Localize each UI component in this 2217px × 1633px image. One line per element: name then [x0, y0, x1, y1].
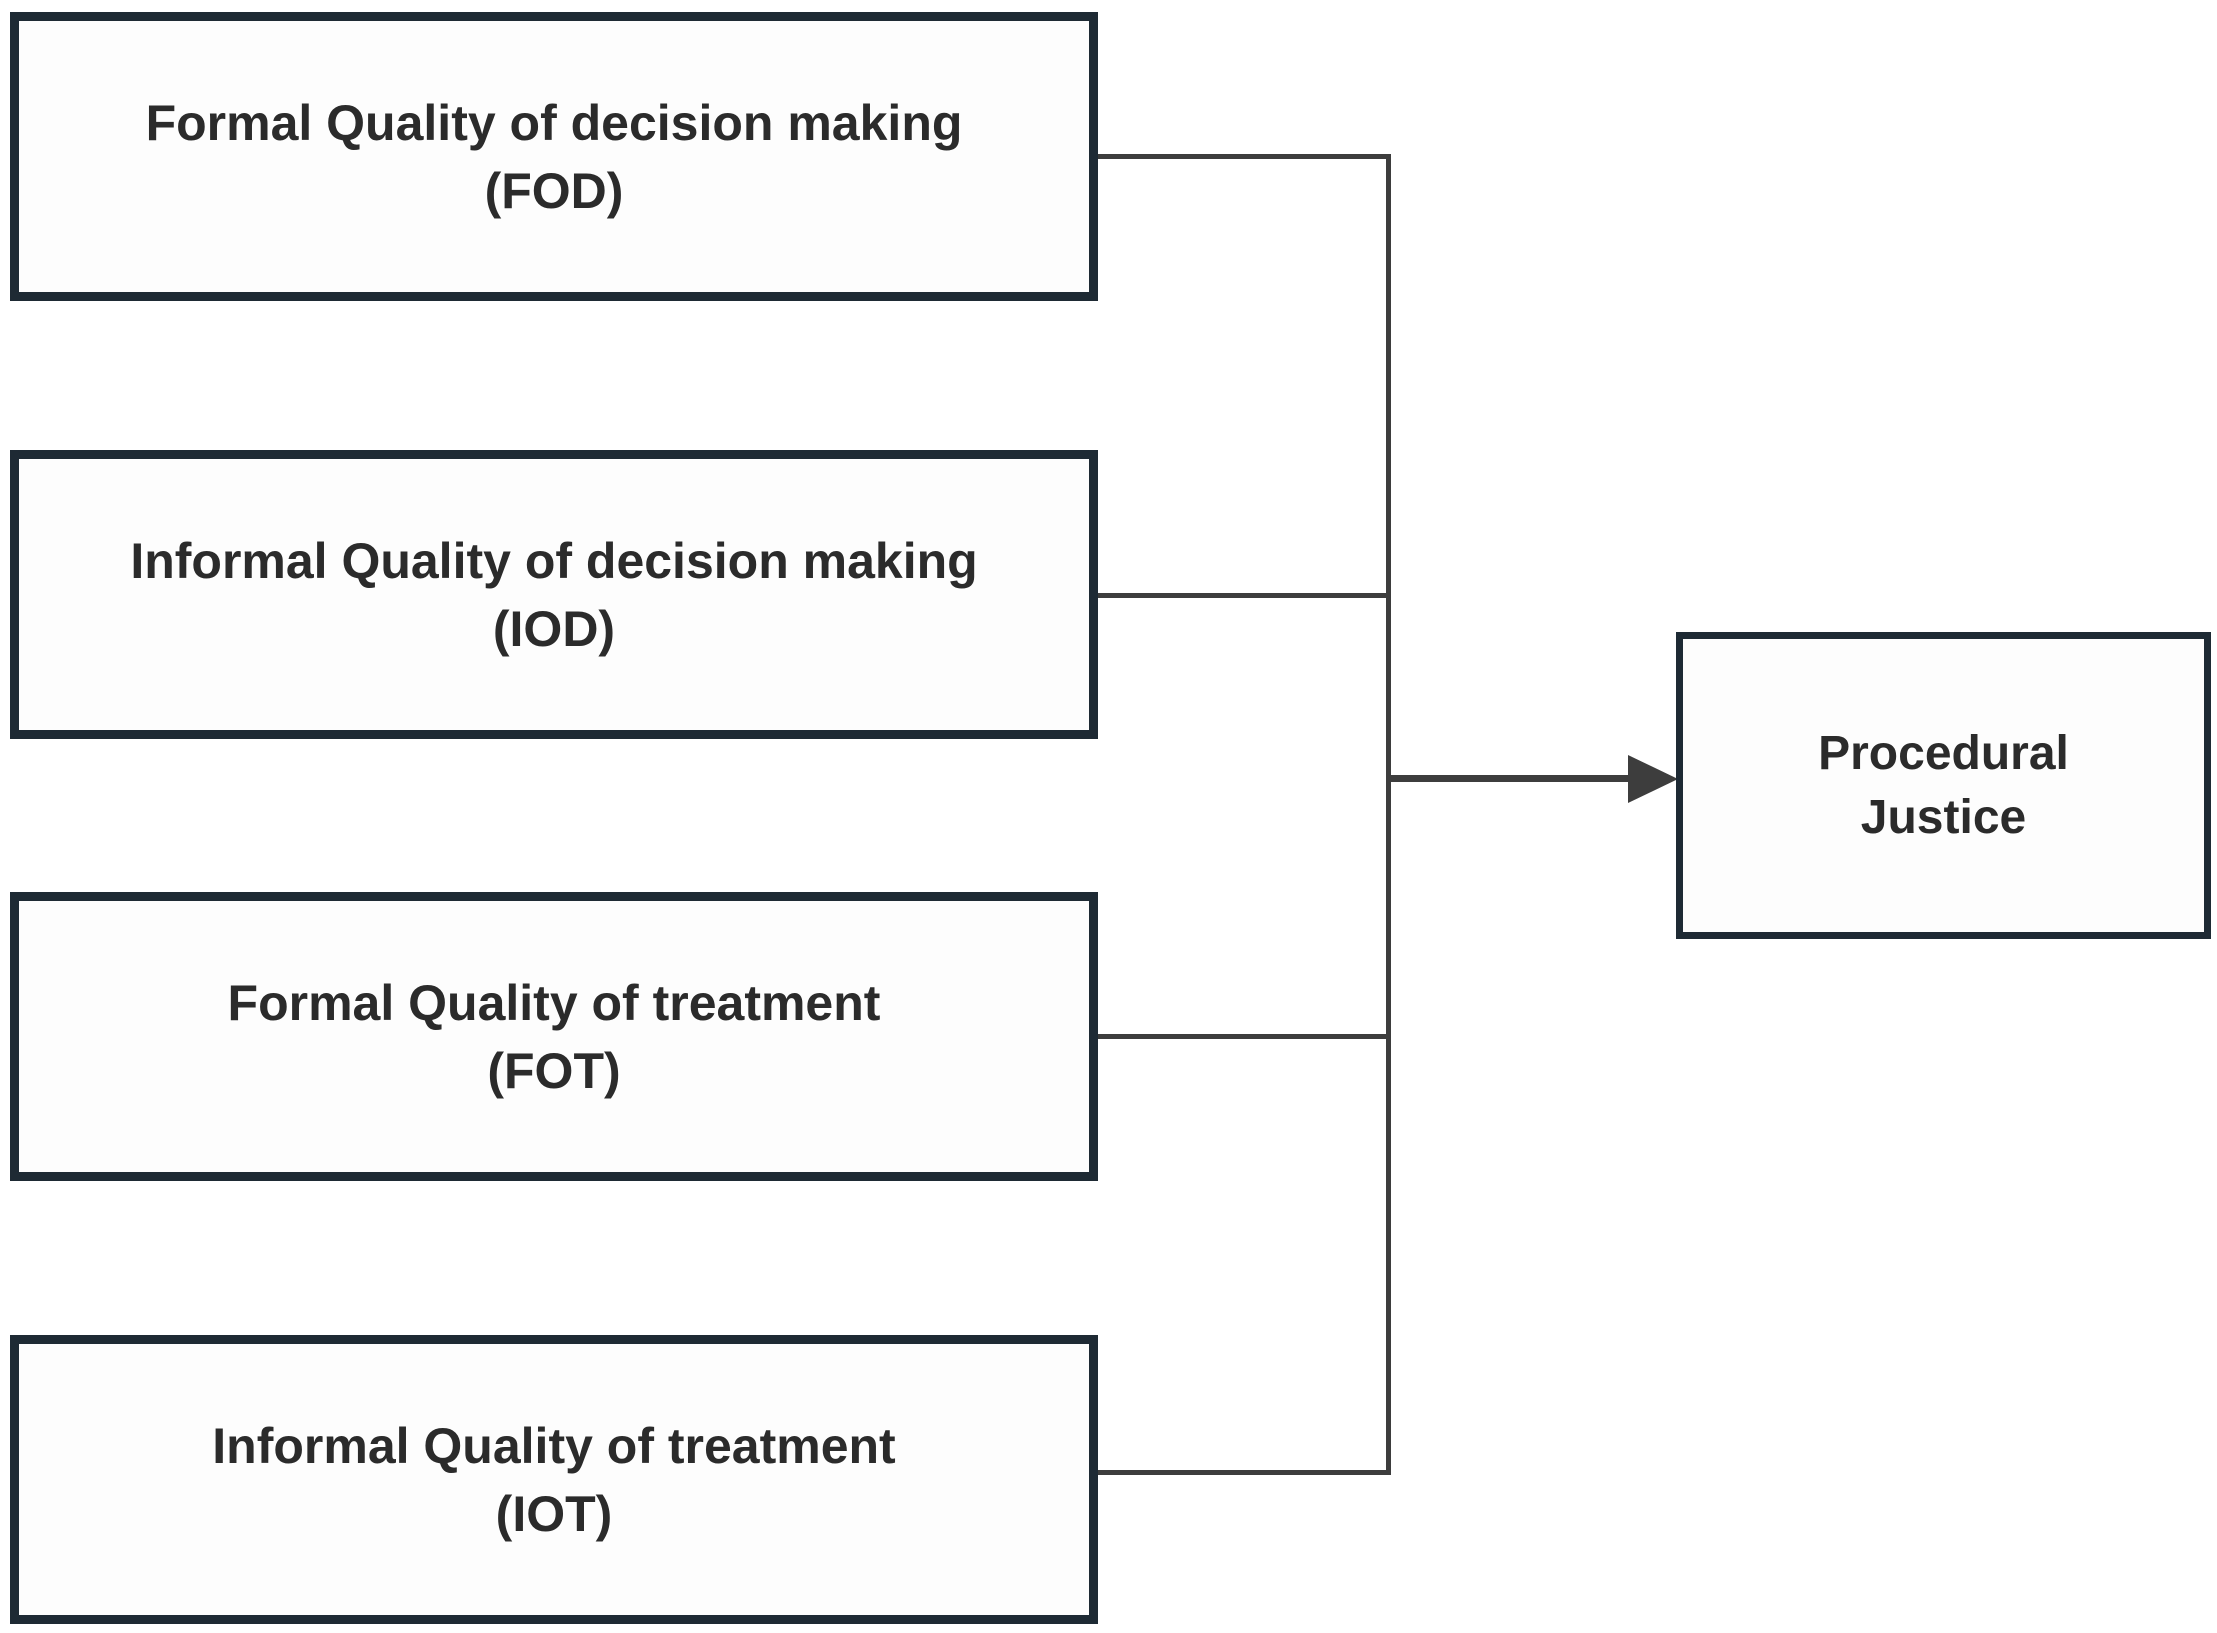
factor-box-iod: Informal Quality of decision making (IOD…: [10, 450, 1098, 739]
connector-line-iot: [1098, 1470, 1391, 1475]
arrow-head-icon: [1628, 755, 1678, 803]
outcome-box-procedural-justice: Procedural Justice: [1676, 632, 2211, 939]
factor-title-fot: Formal Quality of treatment: [227, 974, 881, 1031]
connector-spine: [1386, 154, 1391, 1475]
arrow-shaft: [1388, 775, 1633, 782]
connector-line-fod: [1098, 154, 1391, 159]
factor-box-iot: Informal Quality of treatment (IOT): [10, 1335, 1098, 1624]
factor-title-fod: Formal Quality of decision making: [145, 94, 963, 151]
factor-abbr-fod: (FOD): [484, 162, 624, 219]
factor-title-iot: Informal Quality of treatment: [212, 1417, 896, 1474]
outcome-line2: Justice: [1860, 790, 2027, 844]
factor-abbr-iod: (IOD): [492, 600, 616, 657]
factor-title-iod: Informal Quality of decision making: [130, 532, 978, 589]
factor-box-fod: Formal Quality of decision making (FOD): [10, 12, 1098, 301]
outcome-line1: Procedural: [1818, 726, 2069, 780]
factor-abbr-iot: (IOT): [495, 1485, 613, 1542]
connector-line-fot: [1098, 1034, 1391, 1039]
factor-box-fot: Formal Quality of treatment (FOT): [10, 892, 1098, 1181]
factor-abbr-fot: (FOT): [487, 1042, 621, 1099]
connector-line-iod: [1098, 593, 1391, 598]
